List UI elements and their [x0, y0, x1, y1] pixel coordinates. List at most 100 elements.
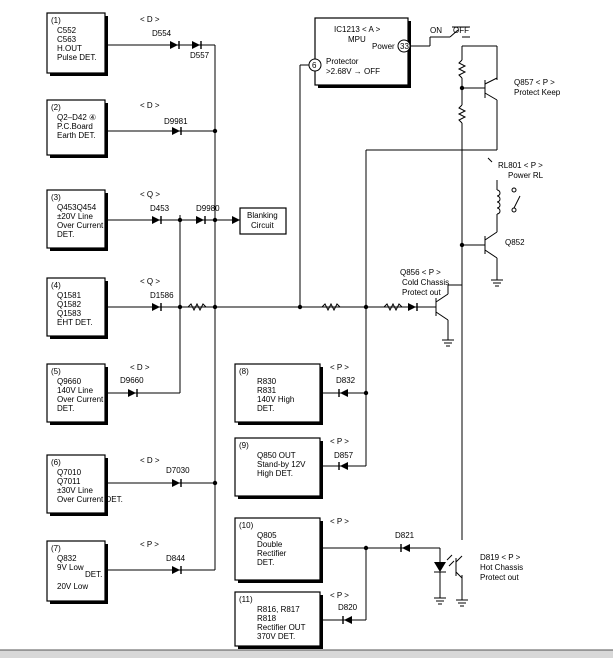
detector-num-1: (1): [51, 16, 61, 25]
resistor-2: [321, 302, 341, 312]
mpu-title: IC1213 < A >: [334, 25, 381, 34]
detector-num-2: (2): [51, 103, 61, 112]
detector-box-2: [46, 99, 106, 156]
diode-d832: [338, 388, 349, 398]
right-detector-11-line-4: 370V DET.: [257, 632, 295, 641]
diode-d9660: [127, 388, 138, 398]
detector-box-4: [46, 277, 106, 337]
detector-5-line-1: Q9660: [57, 377, 82, 386]
diode-d844: [171, 565, 182, 575]
detector-num-4: (4): [51, 281, 61, 290]
detector-6-diode-label: D7030: [166, 466, 190, 475]
detector-3-line-4: DET.: [57, 230, 74, 239]
detector-box-7: [46, 540, 106, 602]
detector-5-tag: < D >: [130, 363, 150, 372]
detector-7-line-1: Q832: [57, 554, 77, 563]
detector-5-line-4: DET.: [57, 404, 74, 413]
right-detector-num-9: (9): [239, 441, 249, 450]
right-detector-8-diode-label: D832: [336, 376, 356, 385]
right-detector-8-line-4: DET.: [257, 404, 274, 413]
detector-box-5: [46, 363, 106, 423]
right-detector-10-line-3: Rectifier: [257, 549, 287, 558]
detector-6-tag: < D >: [140, 456, 160, 465]
detector-1-diode2-label: D557: [190, 51, 210, 60]
detector-1-line-3: H.OUT: [57, 44, 82, 53]
detector-7-line-3: DET.: [85, 570, 102, 579]
q852-label: Q852: [505, 238, 525, 247]
d819-label-2: Hot Chassis: [480, 563, 523, 572]
mpu-protect-line-1: Protector: [326, 57, 359, 66]
resistor-3: [383, 302, 403, 312]
mpu-protect-pin: 6: [312, 61, 317, 70]
detector-3-line-2: ±20V Line: [57, 212, 94, 221]
right-detector-10-line-2: Double: [257, 540, 283, 549]
blanking-circuit-box: [239, 207, 287, 235]
d819-label-3: Protect out: [480, 573, 519, 582]
detector-2-line-1: Q2–D42 ④: [57, 113, 96, 122]
d819-label-1: D819 < P >: [480, 553, 521, 562]
right-detector-num-8: (8): [239, 367, 249, 376]
detector-1-line-2: C563: [57, 35, 77, 44]
mpu-power-label: Power: [372, 42, 395, 51]
q857-label-2: Protect Keep: [514, 88, 561, 97]
mpu-subtitle: MPU: [348, 35, 366, 44]
right-detector-9-line-3: High DET.: [257, 469, 293, 478]
mpu-protect-line-2: >2.68V → OFF: [326, 67, 380, 76]
detector-4-diode-label: D1586: [150, 291, 174, 300]
detector-4-line-4: EHT DET.: [57, 318, 92, 327]
q856-label-1: Q856 < P >: [400, 268, 441, 277]
detector-2-line-3: Earth DET.: [57, 131, 96, 140]
detector-3-diode-label: D453: [150, 204, 170, 213]
right-detector-11-line-2: R818: [257, 614, 277, 623]
right-detector-10-line-4: DET.: [257, 558, 274, 567]
resistor-v1: [457, 59, 467, 79]
detector-1-tag: < D >: [140, 15, 160, 24]
right-detector-8-line-2: R831: [257, 386, 277, 395]
diode-d554: [169, 40, 180, 50]
detector-4-line-1: Q1581: [57, 291, 82, 300]
detector-box-3: [46, 189, 106, 249]
right-detector-10-diode-label: D821: [395, 531, 415, 540]
detector-4-line-2: Q1582: [57, 300, 82, 309]
diode-d7030: [171, 478, 182, 488]
right-detector-box-10: [234, 517, 321, 581]
detector-7-line-4: 20V Low: [57, 582, 88, 591]
resistor-v2: [457, 104, 467, 124]
blanking-label-2: Circuit: [251, 221, 274, 230]
diode-d857: [338, 461, 349, 471]
detector-2-line-2: P.C.Board: [57, 122, 93, 131]
detector-6-line-4: Over Current DET.: [57, 495, 123, 504]
blanking-label-1: Blanking: [247, 211, 278, 220]
right-detector-9-line-1: Q850 OUT: [257, 451, 296, 460]
detector-5-line-2: 140V Line: [57, 386, 94, 395]
detector-6-line-2: Q7011: [57, 477, 81, 486]
detector-3-line-1: Q453Q454: [57, 203, 97, 212]
detector-3-line-3: Over Current: [57, 221, 104, 230]
detector-1-diode-label: D554: [152, 29, 172, 38]
detector-7-line-2: 9V Low: [57, 563, 84, 572]
switch-off-label: OFF: [453, 26, 469, 35]
detector-2-tag: < D >: [140, 101, 160, 110]
diode-d1586: [151, 302, 162, 312]
right-detector-11-line-1: R816, R817: [257, 605, 300, 614]
right-detector-num-10: (10): [239, 521, 254, 530]
mpu-power-pin: 33: [400, 42, 409, 51]
right-detector-box-9: [234, 437, 321, 497]
diode-d821: [400, 543, 411, 553]
detector-3-tag: < Q >: [140, 190, 160, 199]
detector-2-diode-label: D9981: [164, 117, 188, 126]
right-detector-9-diode-label: D857: [334, 451, 354, 460]
right-detector-box-11: [234, 591, 321, 647]
frame-band: [0, 650, 613, 658]
detector-5-diode-label: D9660: [120, 376, 144, 385]
q857-label-1: Q857 < P >: [514, 78, 555, 87]
detector-1-line-1: C552: [57, 26, 77, 35]
right-detector-11-tag: < P >: [330, 591, 349, 600]
right-detector-num-11: (11): [239, 595, 253, 604]
detector-6-line-1: Q7010: [57, 468, 82, 477]
right-detector-8-line-3: 140V High: [257, 395, 294, 404]
